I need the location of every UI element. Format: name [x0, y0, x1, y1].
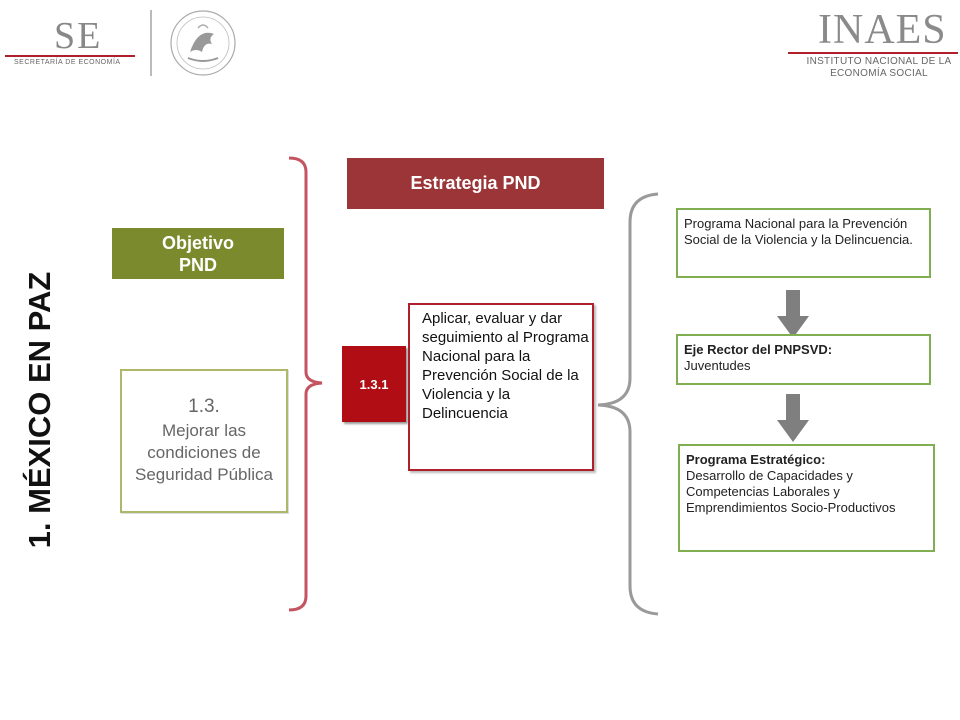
goal-number: 1.3.: [188, 396, 220, 417]
goal-box: 1.3. Mejorar las condiciones de Segurida…: [120, 369, 288, 513]
down-arrow-icon: [777, 290, 809, 338]
inaes-logo-letters: INAES: [818, 7, 947, 53]
se-logo-letters: SE: [54, 15, 103, 57]
inaes-subtitle-line1: INSTITUTO NACIONAL DE LA: [806, 56, 952, 67]
strategic-label: Programa Estratégico:: [686, 452, 826, 467]
se-logo-line: [5, 55, 135, 57]
objetivo-label-line2: PND: [178, 254, 217, 275]
strategic-program-box: Programa Estratégico: Desarrollo de Capa…: [678, 444, 935, 552]
strategy-code-badge: 1.3.1: [342, 346, 406, 422]
estrategia-pnd-header: Estrategia PND: [347, 158, 604, 209]
inaes-logo-subtitle: INSTITUTO NACIONAL DE LA ECONOMÍA SOCIAL: [794, 56, 960, 80]
se-logo-subtitle: SECRETARÍA DE ECONOMÍA: [14, 59, 121, 66]
inaes-logo-line: [788, 52, 958, 54]
header-divider: [150, 10, 152, 76]
down-arrow-icon: [777, 394, 809, 442]
page-title: 1. MÉXICO EN PAZ: [22, 271, 57, 549]
goal-text: Mejorar las condiciones de Seguridad Púb…: [135, 421, 273, 484]
inaes-subtitle-line2: ECONOMÍA SOCIAL: [830, 68, 928, 79]
strategic-text: Desarrollo de Capacidades y Competencias…: [686, 468, 896, 515]
mexico-seal-icon: [170, 10, 236, 76]
axis-text: Juventudes: [684, 358, 751, 373]
right-curly-brace: [597, 192, 659, 616]
objetivo-pnd-header: Objetivo PND: [112, 228, 284, 279]
left-bracket: [288, 156, 323, 612]
program-box: Programa Nacional para la Prevención Soc…: [676, 208, 931, 278]
objetivo-label-line1: Objetivo: [161, 232, 234, 253]
axis-box: Eje Rector del PNPSVD: Juventudes: [676, 334, 931, 385]
axis-label: Eje Rector del PNPSVD:: [684, 342, 833, 357]
strategy-box: Aplicar, evaluar y dar seguimiento al Pr…: [408, 303, 594, 471]
